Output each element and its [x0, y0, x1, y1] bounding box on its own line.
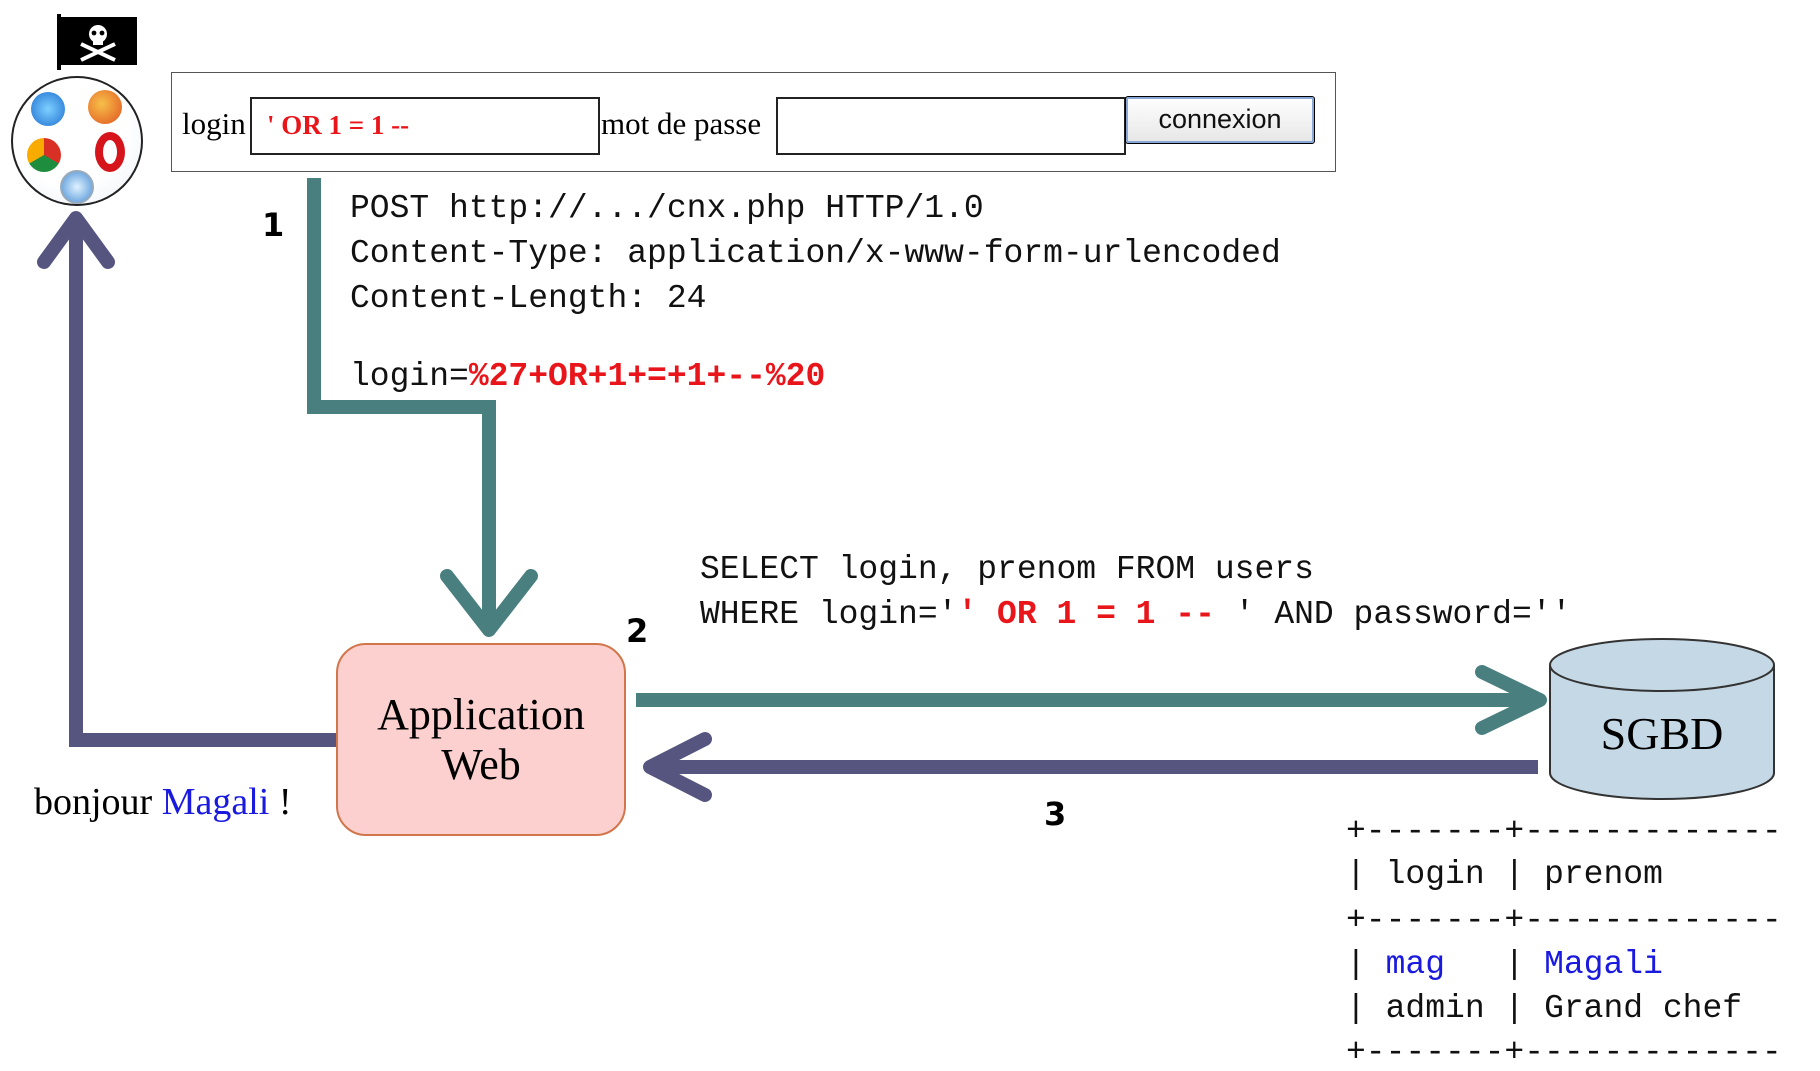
step-1-label: 1 [262, 206, 285, 244]
http-body-prefix: login= [350, 358, 469, 395]
table-header-login: login [1385, 856, 1485, 893]
pirate-flag-icon [59, 17, 137, 65]
table-border-bottom: +-------+------------- [1346, 1034, 1782, 1071]
sql-line-2: WHERE login='' OR 1 = 1 -- ' AND passwor… [700, 596, 1571, 633]
step-2-label: 2 [626, 612, 649, 650]
login-label: login [182, 106, 246, 141]
browsers-globe [11, 76, 143, 206]
http-line-1: POST http://.../cnx.php HTTP/1.0 [350, 190, 984, 227]
sql-line-1: SELECT login, prenom FROM users [700, 551, 1314, 588]
sql-injected-payload: ' OR 1 = 1 -- [957, 596, 1215, 633]
firefox-icon [88, 90, 122, 124]
http-line-2: Content-Type: application/x-www-form-url… [350, 235, 1281, 272]
http-body: login=%27+OR+1+=+1+--%20 [350, 358, 825, 395]
app-box-line-1: Application [377, 689, 585, 739]
app-box-line-2: Web [441, 739, 521, 789]
login-form: login ' OR 1 = 1 -- mot de passe connexi… [171, 72, 1336, 172]
safari-icon [60, 170, 94, 204]
table-border-top: +-------+------------- [1346, 813, 1782, 850]
sql-line-2-suffix: ' AND password='' [1214, 596, 1572, 633]
table-border-mid: +-------+------------- [1346, 902, 1782, 939]
table-cell-login: admin [1385, 990, 1485, 1027]
application-web-box: Application Web [336, 643, 626, 836]
connexion-button[interactable]: connexion [1125, 96, 1315, 144]
sgbd-label: SGBD [1600, 708, 1724, 759]
result-arrowhead-3 [643, 732, 712, 802]
greeting-text: bonjour Magali ! [34, 780, 292, 824]
table-header-row: | login | prenom [1346, 856, 1663, 893]
request-arrowhead-1 [440, 569, 538, 637]
table-cell-prenom: Magali [1544, 946, 1663, 983]
sql-line-2-prefix: WHERE login=' [700, 596, 958, 633]
greeting-prefix: bonjour [34, 781, 162, 823]
table-row: | admin | Grand chef [1346, 990, 1743, 1027]
response-arrow [69, 230, 336, 747]
table-row: | mag | Magali [1346, 946, 1663, 983]
http-line-3: Content-Length: 24 [350, 280, 707, 317]
request-arrow-1 [307, 178, 496, 620]
greeting-name: Magali [161, 781, 270, 823]
password-label: mot de passe [601, 106, 762, 141]
password-field[interactable] [776, 97, 1126, 155]
response-arrowhead [37, 211, 115, 269]
login-field[interactable]: ' OR 1 = 1 -- [250, 97, 600, 155]
table-cell-prenom: Grand chef [1544, 990, 1743, 1027]
database-cylinder-icon [1549, 638, 1775, 800]
internet-explorer-icon [31, 92, 65, 126]
table-cell-login: mag [1385, 946, 1446, 983]
login-field-value: ' OR 1 = 1 -- [267, 110, 410, 140]
query-arrowhead-2 [1475, 665, 1547, 735]
table-header-prenom: prenom [1544, 856, 1663, 893]
step-3-label: 3 [1044, 795, 1067, 833]
greeting-suffix: ! [269, 781, 292, 823]
chrome-icon [27, 138, 61, 172]
http-body-payload: %27+OR+1+=+1+--%20 [468, 358, 826, 395]
opera-icon [95, 132, 125, 172]
